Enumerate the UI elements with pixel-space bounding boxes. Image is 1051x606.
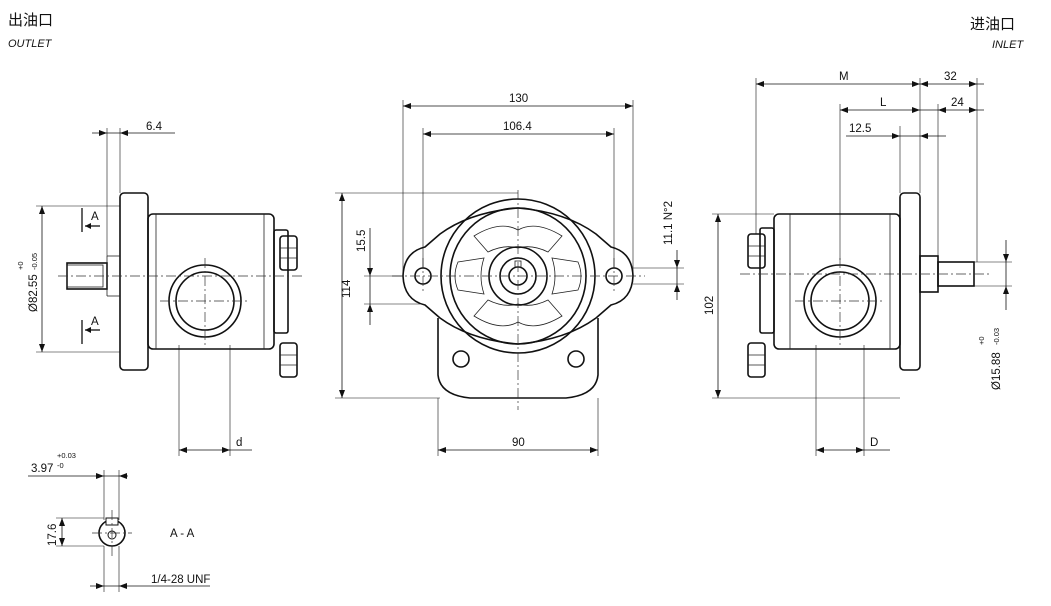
bolt-head-icon xyxy=(279,235,298,271)
outlet-label-en: OUTLET xyxy=(8,38,52,50)
dim-shaft-d2: Ø15.88 xyxy=(991,352,1003,390)
right-side-view: M 32 L 24 12.5 102 Ø15.88 +0 -0.03 xyxy=(704,71,1012,456)
dim-shaft-dia: Ø82.55 xyxy=(28,274,40,312)
outlet-label-cn: 出油口 xyxy=(8,11,54,29)
left-flange xyxy=(119,192,149,371)
dim-slot: 11.1 N°2 xyxy=(663,201,675,245)
dim-key-tol-upper: +0.03 xyxy=(57,451,76,460)
section-mark: A xyxy=(91,316,99,328)
dim-12-5: 12.5 xyxy=(849,123,871,135)
dim-bolt-spacing: 106.4 xyxy=(503,121,532,133)
right-flange xyxy=(899,192,921,371)
section-mark: A xyxy=(91,211,99,223)
bolt-head-icon xyxy=(747,342,766,378)
dim-flange-thickness: 6.4 xyxy=(146,121,163,133)
dim-shaft-d2-tol-lower: -0.03 xyxy=(992,328,1001,345)
dim-port-D: D xyxy=(870,437,878,449)
section-label: A - A xyxy=(170,528,195,540)
dim-M: M xyxy=(839,71,849,83)
dim-height: 114 xyxy=(341,279,353,298)
dim-offset: 15.5 xyxy=(356,230,368,252)
front-view: 130 106.4 114 15.5 11.1 N°2 90 xyxy=(335,93,684,456)
bolt-head-icon xyxy=(279,342,298,378)
dim-key-tol-lower: -0 xyxy=(57,461,64,470)
dim-L: L xyxy=(880,97,887,109)
dim-shaft-tol-upper: +0 xyxy=(16,261,25,270)
bolt-head-icon xyxy=(747,233,766,269)
inlet-label-en: INLET xyxy=(992,39,1024,51)
dim-port-d: d xyxy=(236,437,242,449)
dim-key-width: 3.97 xyxy=(31,463,53,475)
right-body xyxy=(773,213,901,350)
dim-shaft-tol-lower: -0.05 xyxy=(30,253,39,270)
dim-base-width: 90 xyxy=(512,437,525,449)
dim-32: 32 xyxy=(944,71,957,83)
dim-24: 24 xyxy=(951,97,964,109)
section-a-a: 3.97 +0.03 -0 17.6 1/4-28 UNF A - A xyxy=(28,451,210,592)
dim-thread: 1/4-28 UNF xyxy=(151,574,210,586)
left-side-view: A A Ø82.55 +0 -0.05 6.4 d xyxy=(16,121,304,456)
dim-shaft-height: 17.6 xyxy=(47,524,59,546)
inlet-label-cn: 进油口 xyxy=(970,15,1016,33)
dim-height-102: 102 xyxy=(704,296,716,315)
dim-shaft-d2-tol-upper: +0 xyxy=(977,336,986,345)
dim-overall-width: 130 xyxy=(509,93,528,105)
